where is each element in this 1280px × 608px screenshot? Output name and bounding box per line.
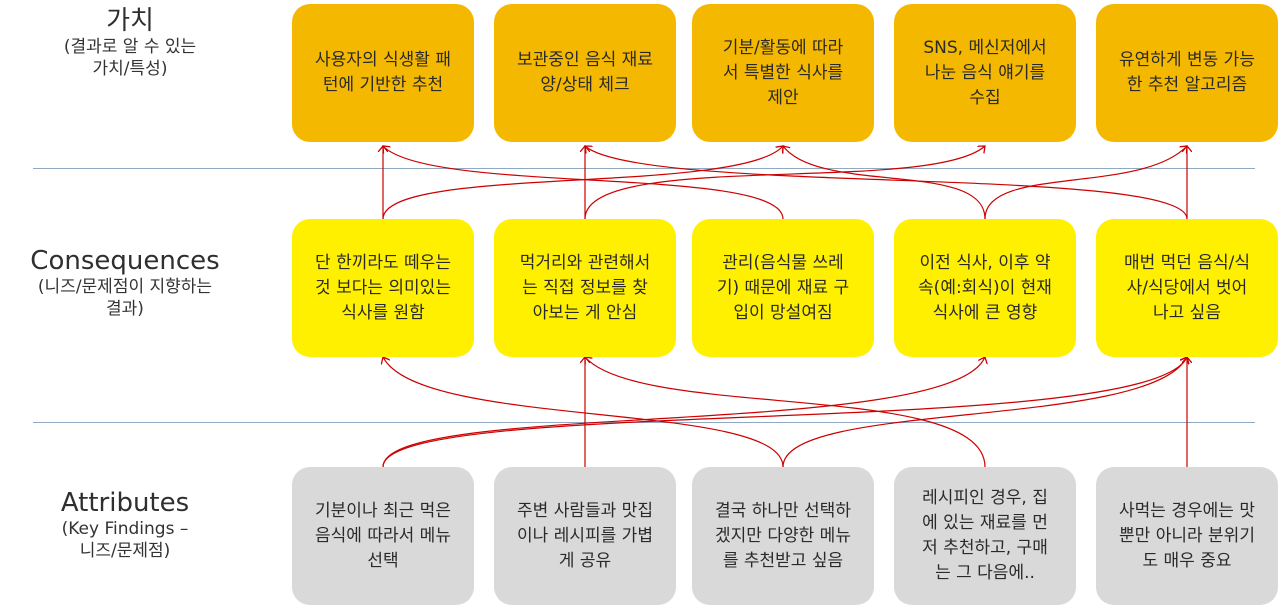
attribute-box-text: 사먹는 경우에는 맛 뿐만 아니라 분위기 도 매우 중요 <box>1119 500 1255 571</box>
link-line <box>984 146 1187 220</box>
link-line <box>382 357 1187 468</box>
values-row-subtitle: (결과로 알 수 있는 가치/특성) <box>63 37 197 79</box>
link-line <box>382 146 783 220</box>
attribute-box-text: 주변 사람들과 맛집 이나 레시피를 가볍 게 공유 <box>517 500 653 571</box>
consequence-box-text: 먹거리와 관련해서 는 직접 정보를 찾 아보는 게 안심 <box>519 252 651 323</box>
attribute-box-text: 결국 하나만 선택하 겠지만 다양한 메뉴 를 추천받고 싶음 <box>715 500 851 571</box>
link-line <box>782 357 1187 468</box>
value-box-text: 보관중인 음식 재료 양/상태 체크 <box>517 50 653 95</box>
value-box-text: 사용자의 식생활 패 턴에 기반한 추천 <box>315 50 451 95</box>
consequence-box: 먹거리와 관련해서 는 직접 정보를 찾 아보는 게 안심 <box>494 219 676 357</box>
attribute-box: 기분이나 최근 먹은 음식에 따라서 메뉴 선택 <box>292 467 474 605</box>
consequence-box-text: 단 한끼라도 떼우는 것 보다는 의미있는 식사를 원함 <box>315 252 451 323</box>
value-box-text: 기분/활동에 따라 서 특별한 식사를 제안 <box>722 37 844 108</box>
attribute-box: 결국 하나만 선택하 겠지만 다양한 메뉴 를 추천받고 싶음 <box>692 467 874 605</box>
attributes-row-label: Attributes (Key Findings – 니즈/문제점) <box>0 488 250 562</box>
attributes-row-subtitle: (Key Findings – 니즈/문제점) <box>61 519 189 561</box>
value-box: 유연하게 변동 가능 한 추천 알고리즘 <box>1096 4 1278 142</box>
attribute-box-text: 기분이나 최근 먹은 음식에 따라서 메뉴 선택 <box>315 500 451 571</box>
link-line <box>383 146 784 220</box>
consequence-box-text: 관리(음식물 쓰레 기) 때문에 재료 구 입이 망설여짐 <box>716 252 850 323</box>
attributes-row-title: Attributes <box>60 488 190 518</box>
attribute-box: 레시피인 경우, 집 에 있는 재료를 먼 저 추천하고, 구매 는 그 다음에… <box>894 467 1076 605</box>
consequence-box: 관리(음식물 쓰레 기) 때문에 재료 구 입이 망설여짐 <box>692 219 874 357</box>
values-row-title: 가치 <box>106 6 154 36</box>
link-line <box>585 357 986 468</box>
link-line <box>383 357 784 468</box>
attribute-box: 주변 사람들과 맛집 이나 레시피를 가볍 게 공유 <box>494 467 676 605</box>
consequences-row-label: Consequences (니즈/문제점이 지향하는 결과) <box>0 246 250 320</box>
link-line <box>584 146 985 220</box>
attribute-box-text: 레시피인 경우, 집 에 있는 재료를 먼 저 추천하고, 구매 는 그 다음에… <box>922 488 1048 583</box>
value-box: 사용자의 식생활 패 턴에 기반한 추천 <box>292 4 474 142</box>
link-line <box>585 146 1188 220</box>
link-line <box>783 146 986 220</box>
value-box: 기분/활동에 따라 서 특별한 식사를 제안 <box>692 4 874 142</box>
value-box: SNS, 메신저에서 나눈 음식 얘기를 수집 <box>894 4 1076 142</box>
value-box: 보관중인 음식 재료 양/상태 체크 <box>494 4 676 142</box>
value-box-text: 유연하게 변동 가능 한 추천 알고리즘 <box>1119 50 1255 95</box>
consequence-box-text: 매번 먹던 음식/식 사/식당에서 벗어 나고 싶음 <box>1123 252 1250 323</box>
consequence-box: 이전 식사, 이후 약 속(예:회식)이 현재 식사에 큰 영향 <box>894 219 1076 357</box>
value-box-text: SNS, 메신저에서 나눈 음식 얘기를 수집 <box>923 37 1047 108</box>
consequence-box: 매번 먹던 음식/식 사/식당에서 벗어 나고 싶음 <box>1096 219 1278 357</box>
link-line <box>382 357 985 468</box>
divider-bottom <box>33 422 1255 423</box>
consequences-row-title: Consequences <box>30 246 220 276</box>
divider-top <box>33 168 1255 169</box>
values-row-label: 가치 (결과로 알 수 있는 가치/특성) <box>20 6 240 80</box>
attribute-box: 사먹는 경우에는 맛 뿐만 아니라 분위기 도 매우 중요 <box>1096 467 1278 605</box>
consequence-box: 단 한끼라도 떼우는 것 보다는 의미있는 식사를 원함 <box>292 219 474 357</box>
consequence-box-text: 이전 식사, 이후 약 속(예:회식)이 현재 식사에 큰 영향 <box>918 252 1052 323</box>
consequences-row-subtitle: (니즈/문제점이 지향하는 결과) <box>37 277 213 319</box>
